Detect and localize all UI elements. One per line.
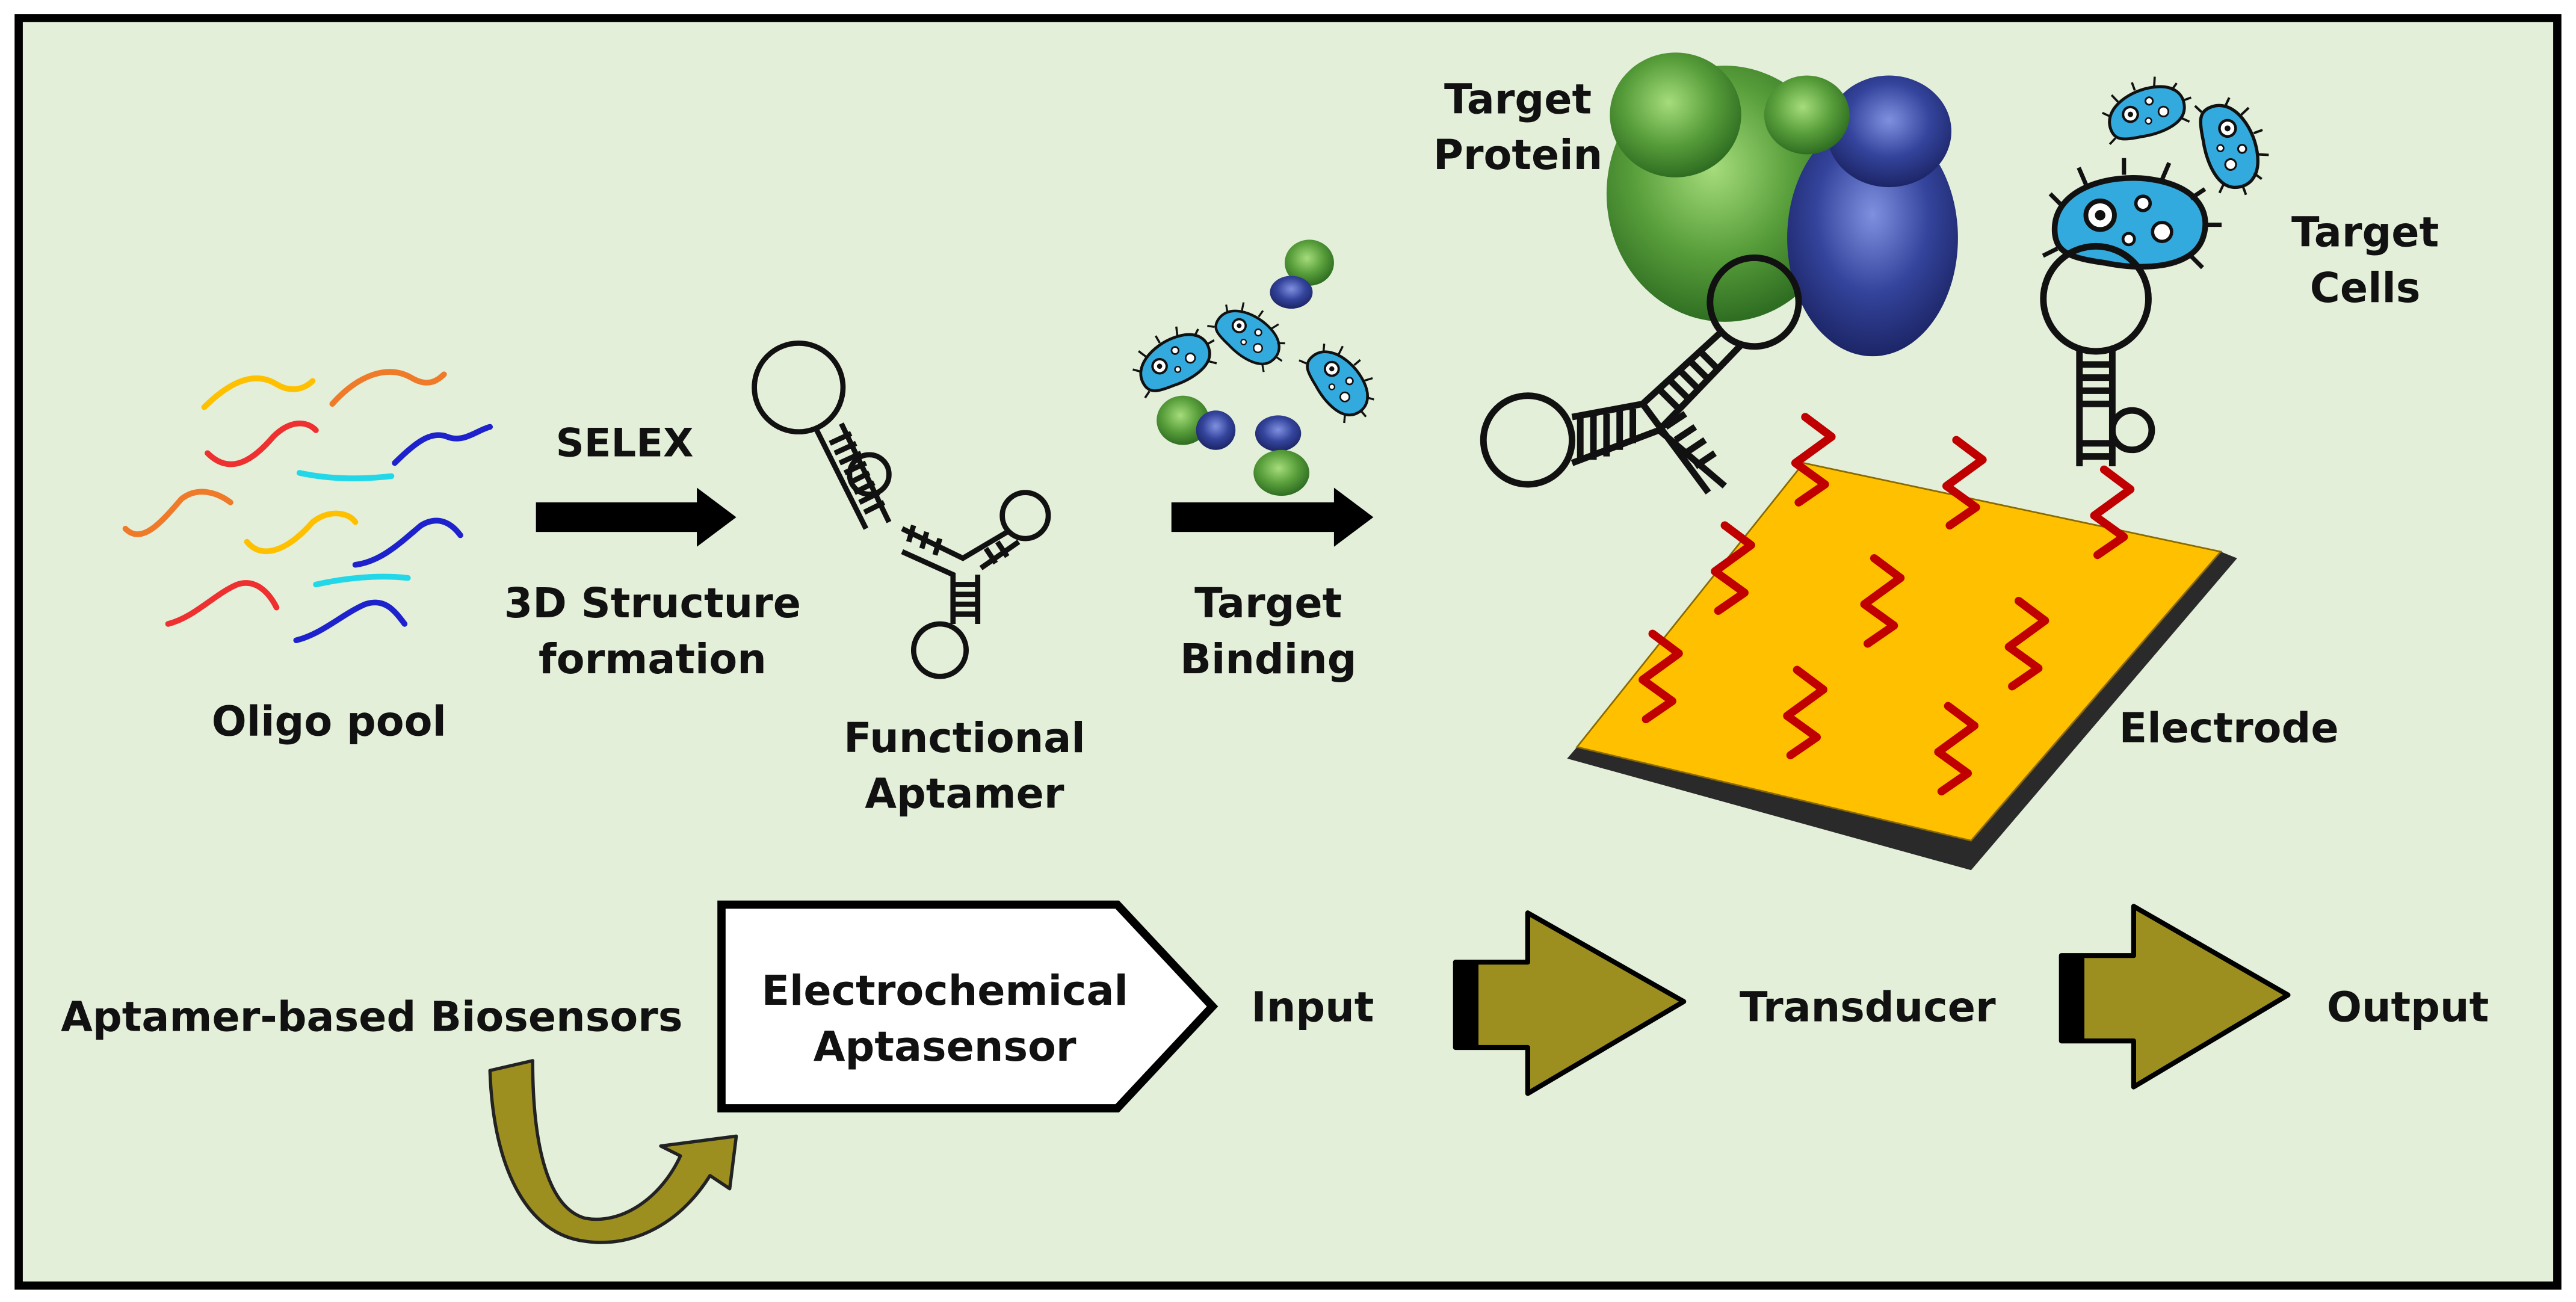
block-arrow-icon [2059, 904, 2291, 1090]
oligo-strand-icon [122, 489, 233, 537]
target-protein-label-line1: Target [1444, 76, 1592, 123]
target-cells-label-line1: Target [2291, 209, 2439, 256]
output-label: Output [2327, 984, 2489, 1031]
oligo-strand-icon [293, 599, 408, 644]
protein-icon [1253, 415, 1309, 496]
electrochemical-label-line1: Electrochemical [761, 967, 1128, 1015]
binding-arrow-icon [1171, 487, 1374, 547]
bound-aptamer-three-way-icon [1480, 254, 1802, 495]
functional-aptamer-label-line2: Aptamer [865, 771, 1064, 818]
oligo-strand-icon [244, 510, 359, 554]
oligo-pool-label: Oligo pool [212, 699, 446, 746]
structure-formation-label-line2: formation [539, 636, 767, 683]
target-mixture [1121, 239, 1391, 496]
target-binding-label-line1: Target [1194, 580, 1342, 628]
target-binding-label-line2: Binding [1180, 636, 1357, 683]
aptamer-hairpin-icon [752, 340, 892, 530]
block-arrow-icon [1453, 910, 1687, 1096]
electrode-label: Electrode [2119, 705, 2339, 752]
oligo-strand-icon [296, 470, 395, 481]
oligo-strand-icon [201, 375, 316, 410]
curved-arrow-icon [488, 1059, 738, 1244]
oligo-strand-icon [165, 580, 280, 627]
transducer-label: Transducer [1740, 984, 1996, 1031]
biosensors-label: Aptamer-based Biosensors [61, 994, 682, 1041]
oligo-strand-icon [329, 369, 447, 407]
functional-aptamer-label-line1: Functional [844, 715, 1086, 762]
input-label: Input [1251, 984, 1374, 1031]
protein-icon [1606, 52, 1958, 357]
oligo-strand-icon [205, 421, 319, 467]
aptamer-three-way-icon [901, 490, 1051, 679]
target-cells-label-line2: Cells [2310, 265, 2421, 312]
protein-icon [1270, 239, 1334, 309]
oligo-strand-icon [392, 424, 493, 466]
selex-label: SELEX [556, 421, 694, 466]
bound-aptamer-hairpin-icon [2040, 242, 2155, 467]
electrochemical-label-line2: Aptasensor [814, 1023, 1076, 1071]
oligo-strand-icon [313, 573, 411, 588]
structure-formation-label-line1: 3D Structure [504, 580, 801, 628]
oligo-pool-strands [122, 369, 493, 644]
electrochemical-aptasensor-box [717, 900, 1219, 1112]
selex-arrow-icon [536, 487, 737, 547]
oligo-strand-icon [352, 517, 463, 568]
protein-icon [1157, 395, 1236, 450]
target-protein-label-line2: Protein [1433, 132, 1602, 179]
